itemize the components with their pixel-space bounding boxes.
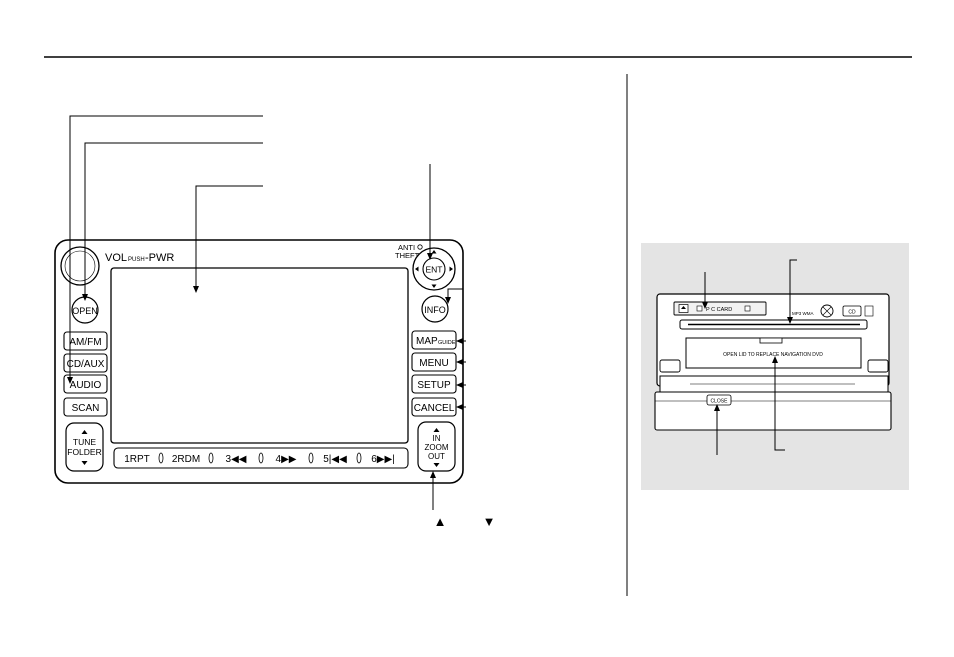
arrowhead-icon — [456, 359, 463, 365]
ent-label: ENT — [426, 265, 443, 275]
zoom-label: ZOOM — [425, 443, 449, 452]
am-fm-button — [63, 331, 108, 351]
audio-label: AUDIO — [70, 380, 102, 391]
arrowhead-icon — [445, 297, 451, 304]
head-unit-diagram: VOL PUSH -PWR OPEN AM/FM CD/AUX AUDIO SC… — [54, 239, 464, 484]
joystick-up-icon — [431, 250, 437, 254]
tune-up-arrow-icon — [81, 430, 88, 434]
arrowhead-icon — [772, 356, 778, 363]
cd-aux-label: CD/AUX — [67, 359, 105, 370]
pc-card-slot — [673, 301, 767, 316]
cancel-label: CANCEL — [414, 403, 455, 414]
scan-label: SCAN — [72, 403, 100, 414]
cd-eject-button — [842, 305, 862, 317]
arrowhead-icon — [193, 286, 199, 293]
logo-mark-icon — [864, 305, 874, 317]
right-hinge — [867, 359, 889, 373]
vol-label: VOL — [105, 252, 127, 264]
preset-divider — [158, 452, 164, 464]
setup-label: SETUP — [417, 380, 451, 391]
arrowhead-icon — [456, 404, 463, 410]
volume-knob-inner — [64, 250, 96, 282]
cd-label: CD — [848, 310, 856, 316]
pc-card-indicator-icon — [696, 305, 703, 312]
setup-button — [411, 374, 457, 394]
folder-label: FOLDER — [67, 447, 101, 457]
tune-folder-rocker — [65, 422, 104, 472]
arrowhead-icon — [456, 338, 463, 344]
pc-card-indicator-icon — [744, 305, 751, 312]
anti-theft-led-icon — [417, 244, 423, 250]
up-arrow-symbol: ▲ — [434, 514, 447, 529]
knob-icon-mark — [822, 306, 832, 316]
joystick-left-icon — [415, 266, 419, 272]
callout-cd-slot — [789, 259, 797, 320]
volume-knob — [60, 246, 100, 286]
menu-label: MENU — [419, 358, 448, 369]
callout-info — [447, 288, 463, 300]
faceplate-lower — [654, 391, 892, 431]
callout-screen — [195, 185, 263, 289]
push-label: PUSH — [128, 257, 145, 263]
preset-6-label: 6▶▶| — [371, 454, 395, 465]
callout-arrowheads — [67, 253, 463, 478]
guide-label: GUIDE — [438, 340, 456, 346]
map-label: MAP — [416, 336, 438, 347]
callout-open — [84, 142, 263, 297]
preset-divider — [258, 452, 264, 464]
arrowhead-icon — [787, 317, 793, 324]
arrowhead-icon — [456, 382, 463, 388]
preset-2-label: 2RDM — [172, 454, 200, 465]
info-button — [421, 295, 449, 323]
zoom-down-arrow-icon — [433, 463, 440, 467]
zoom-in-label: IN — [433, 434, 441, 443]
scan-button — [63, 397, 108, 417]
open-label: OPEN — [72, 306, 98, 316]
cd-aux-button — [63, 353, 108, 373]
arrowhead-icon — [430, 471, 436, 478]
preset-3-label: 3◀◀ — [226, 454, 247, 465]
info-label: INFO — [424, 305, 446, 315]
zoom-up-arrow-icon — [433, 428, 440, 432]
mp3-wma-label: MP3 WMA — [792, 311, 814, 316]
theft-label: THEFT — [395, 251, 420, 260]
arrowhead-icon — [714, 404, 720, 411]
tune-label: TUNE — [73, 437, 96, 447]
joystick-down-icon — [431, 284, 437, 288]
callout-audio — [69, 115, 263, 380]
map-guide-button — [411, 330, 457, 350]
zoom-rocker — [417, 421, 456, 472]
pwr-label: -PWR — [145, 252, 174, 264]
preset-5-label: 5|◀◀ — [323, 454, 347, 465]
eject-icon — [681, 306, 686, 309]
arrowhead-icon — [67, 377, 73, 384]
pc-card-label: P C CARD — [706, 307, 732, 313]
close-button — [706, 394, 732, 406]
left-hinge — [659, 359, 681, 373]
preset-divider — [356, 452, 362, 464]
preset-divider — [308, 452, 314, 464]
arrowhead-icon — [702, 302, 708, 309]
arrowhead-icon — [82, 294, 88, 301]
down-arrow-symbol: ▼ — [483, 514, 496, 529]
nav-lid-text: OPEN LID TO REPLACE NAVIGATION DVD — [723, 352, 823, 358]
am-fm-label: AM/FM — [69, 337, 101, 348]
preset-1-label: 1RPT — [124, 454, 150, 465]
tune-down-arrow-icon — [81, 461, 88, 465]
drive-unit-illustration: P C CARD MP3 WMA CD OPEN LID TO REPLACE … — [641, 243, 909, 490]
anti-label: ANTI — [398, 243, 415, 252]
arrowhead-icon — [427, 253, 433, 260]
close-label: CLOSE — [711, 399, 729, 405]
callout-nav-lid — [774, 360, 785, 451]
audio-button — [63, 374, 108, 394]
zoom-out-label: OUT — [428, 452, 445, 461]
joystick-right-icon — [449, 266, 453, 272]
preset-4-label: 4▶▶ — [276, 454, 297, 465]
lid-tab — [759, 337, 783, 344]
enter-button — [422, 257, 446, 281]
preset-buttons: 1RPT 2RDM 3◀◀ 4▶▶ 5|◀◀ 6▶▶| — [124, 452, 395, 465]
display-screen — [110, 267, 409, 444]
preset-divider — [208, 452, 214, 464]
